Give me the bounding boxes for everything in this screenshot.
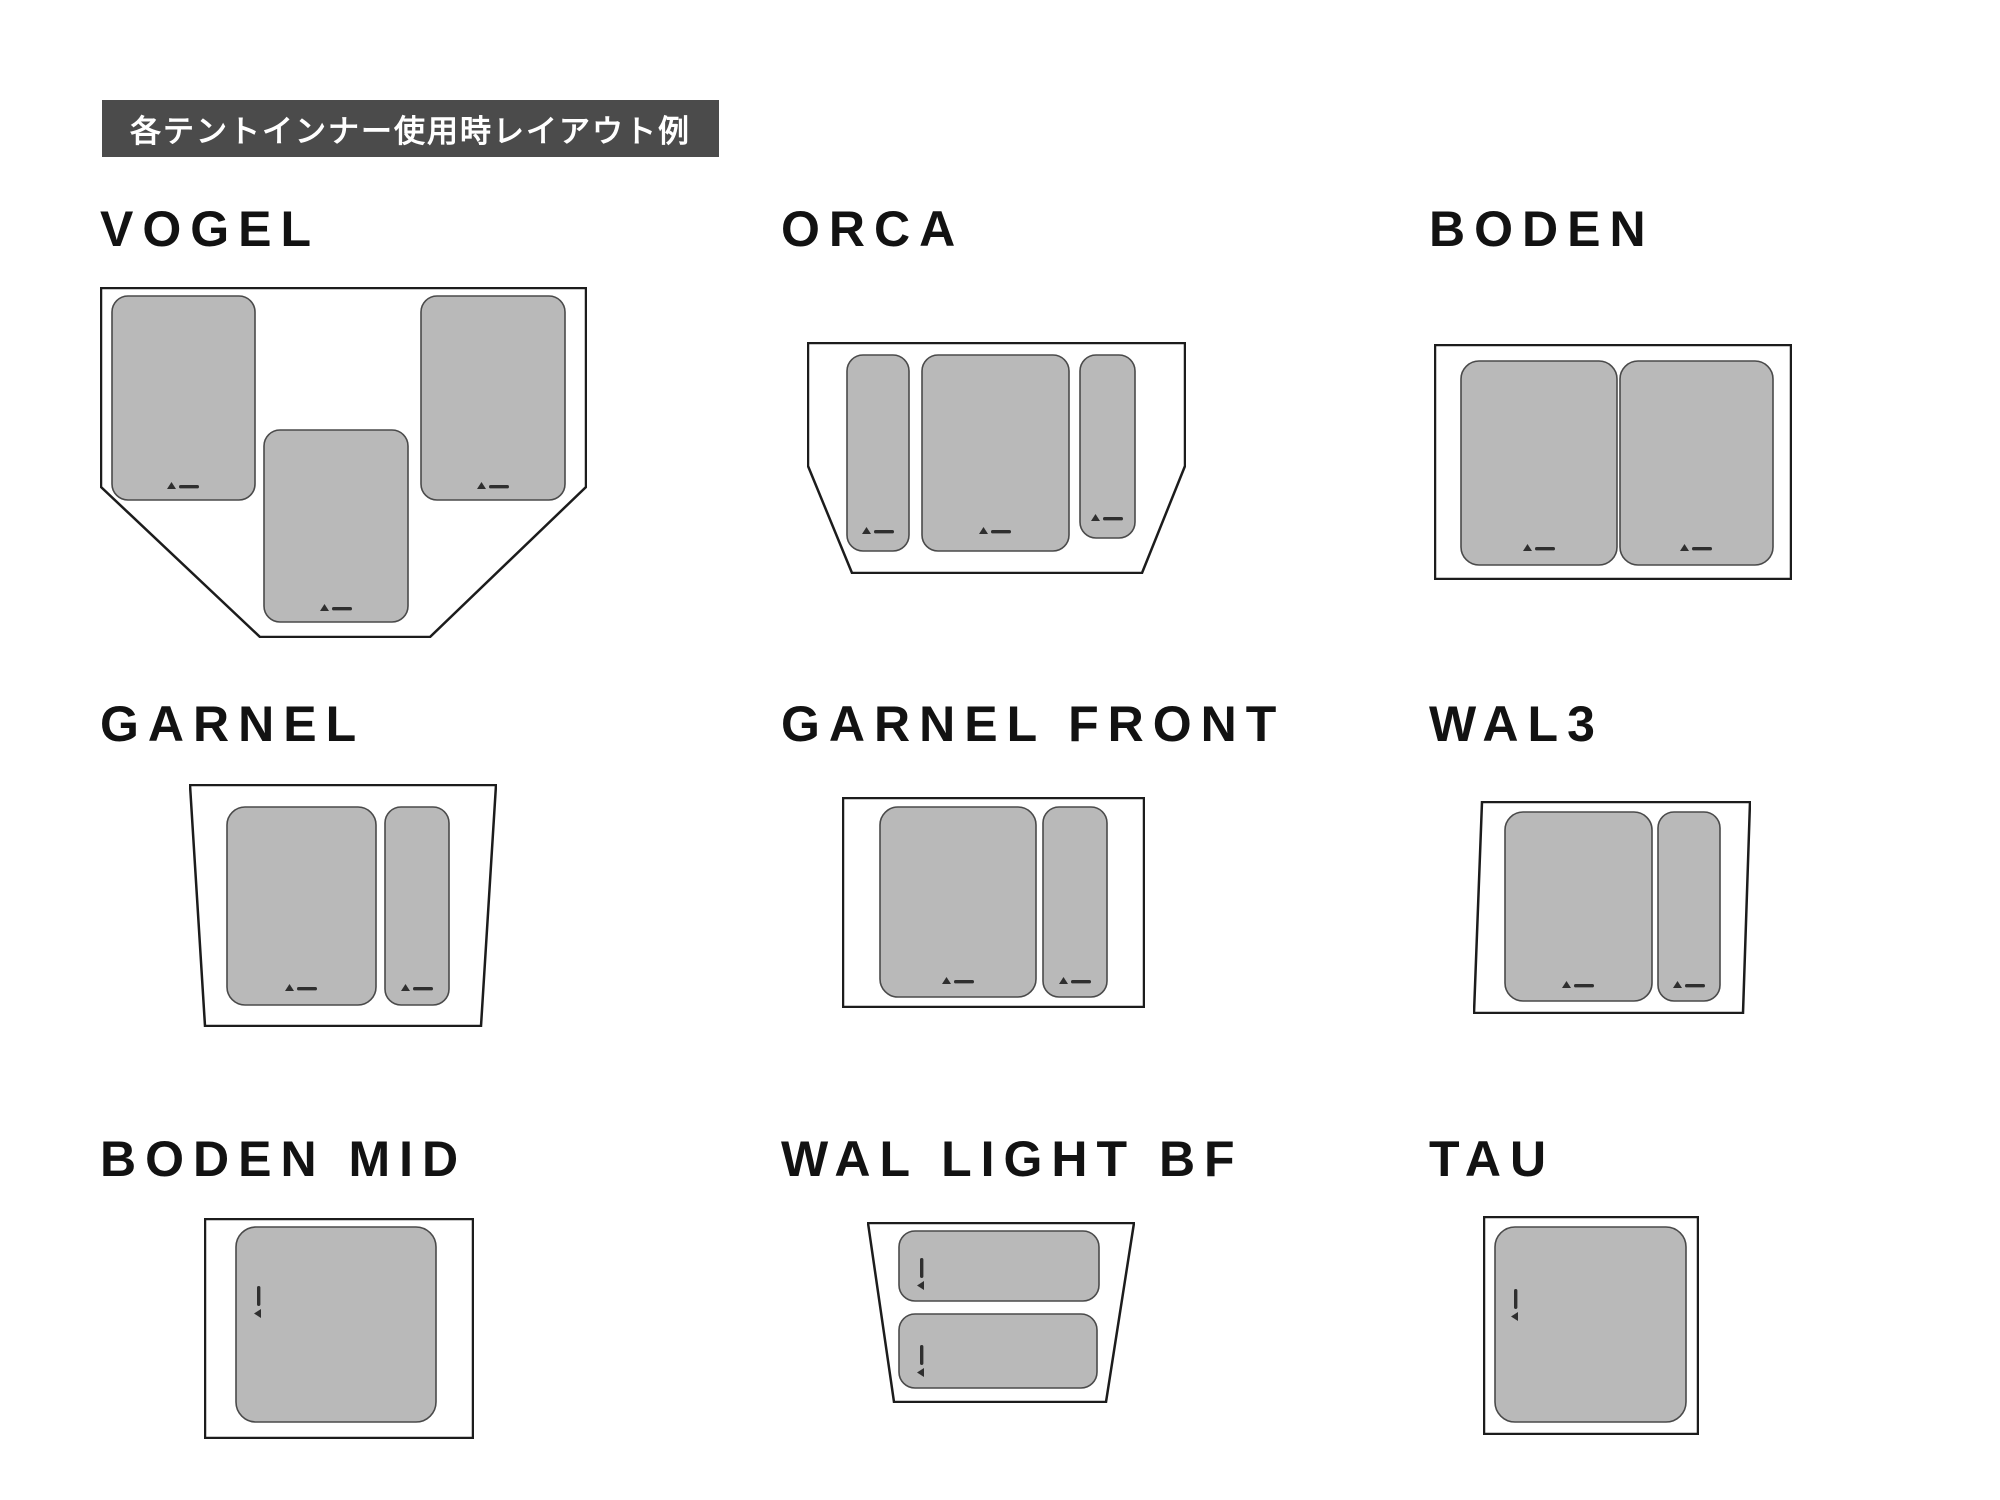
boden-mid-floorplan [204, 1218, 474, 1439]
tent-title-boden-mid: BODEN MID [100, 1131, 468, 1187]
orca-floorplan [807, 342, 1186, 574]
header-label: 各テントインナー使用時レイアウト例 [130, 114, 691, 149]
tent-title-orca: ORCA [781, 201, 965, 257]
inner-mat [921, 354, 1070, 552]
inner-mat [1504, 811, 1653, 1002]
inner-mat [111, 295, 256, 501]
header-badge: 各テントインナー使用時レイアウト例 [102, 100, 719, 157]
wal-light-bf-floorplan [867, 1222, 1135, 1403]
inner-mat [846, 354, 910, 552]
inner-mat [1494, 1226, 1687, 1423]
inner-mat [879, 806, 1037, 998]
inner-mat [235, 1226, 437, 1423]
inner-mat [226, 806, 377, 1006]
tent-title-boden: BODEN [1429, 201, 1655, 257]
boden-floorplan [1434, 344, 1792, 580]
tent-title-garnel: GARNEL [100, 696, 366, 752]
garnel-floorplan [189, 784, 497, 1027]
tent-title-tau: TAU [1429, 1131, 1556, 1187]
inner-mat [898, 1313, 1098, 1389]
tent-title-vogel: VOGEL [100, 201, 321, 257]
vogel-floorplan [100, 287, 587, 638]
tau-floorplan [1483, 1216, 1699, 1435]
inner-mat [1042, 806, 1108, 998]
inner-mat [420, 295, 566, 501]
inner-mat [263, 429, 409, 623]
inner-mat [1657, 811, 1721, 1002]
garnel-front-floorplan [842, 797, 1145, 1008]
inner-mat [1460, 360, 1618, 566]
tent-title-wal-light-bf: WAL LIGHT BF [781, 1131, 1244, 1187]
inner-mat [384, 806, 450, 1006]
tent-title-garnel-front: GARNEL FRONT [781, 696, 1286, 752]
inner-mat [1079, 354, 1136, 539]
tent-title-wal3: WAL3 [1429, 696, 1604, 752]
inner-mat [1619, 360, 1774, 566]
wal3-floorplan [1473, 801, 1751, 1014]
inner-mat [898, 1230, 1100, 1302]
